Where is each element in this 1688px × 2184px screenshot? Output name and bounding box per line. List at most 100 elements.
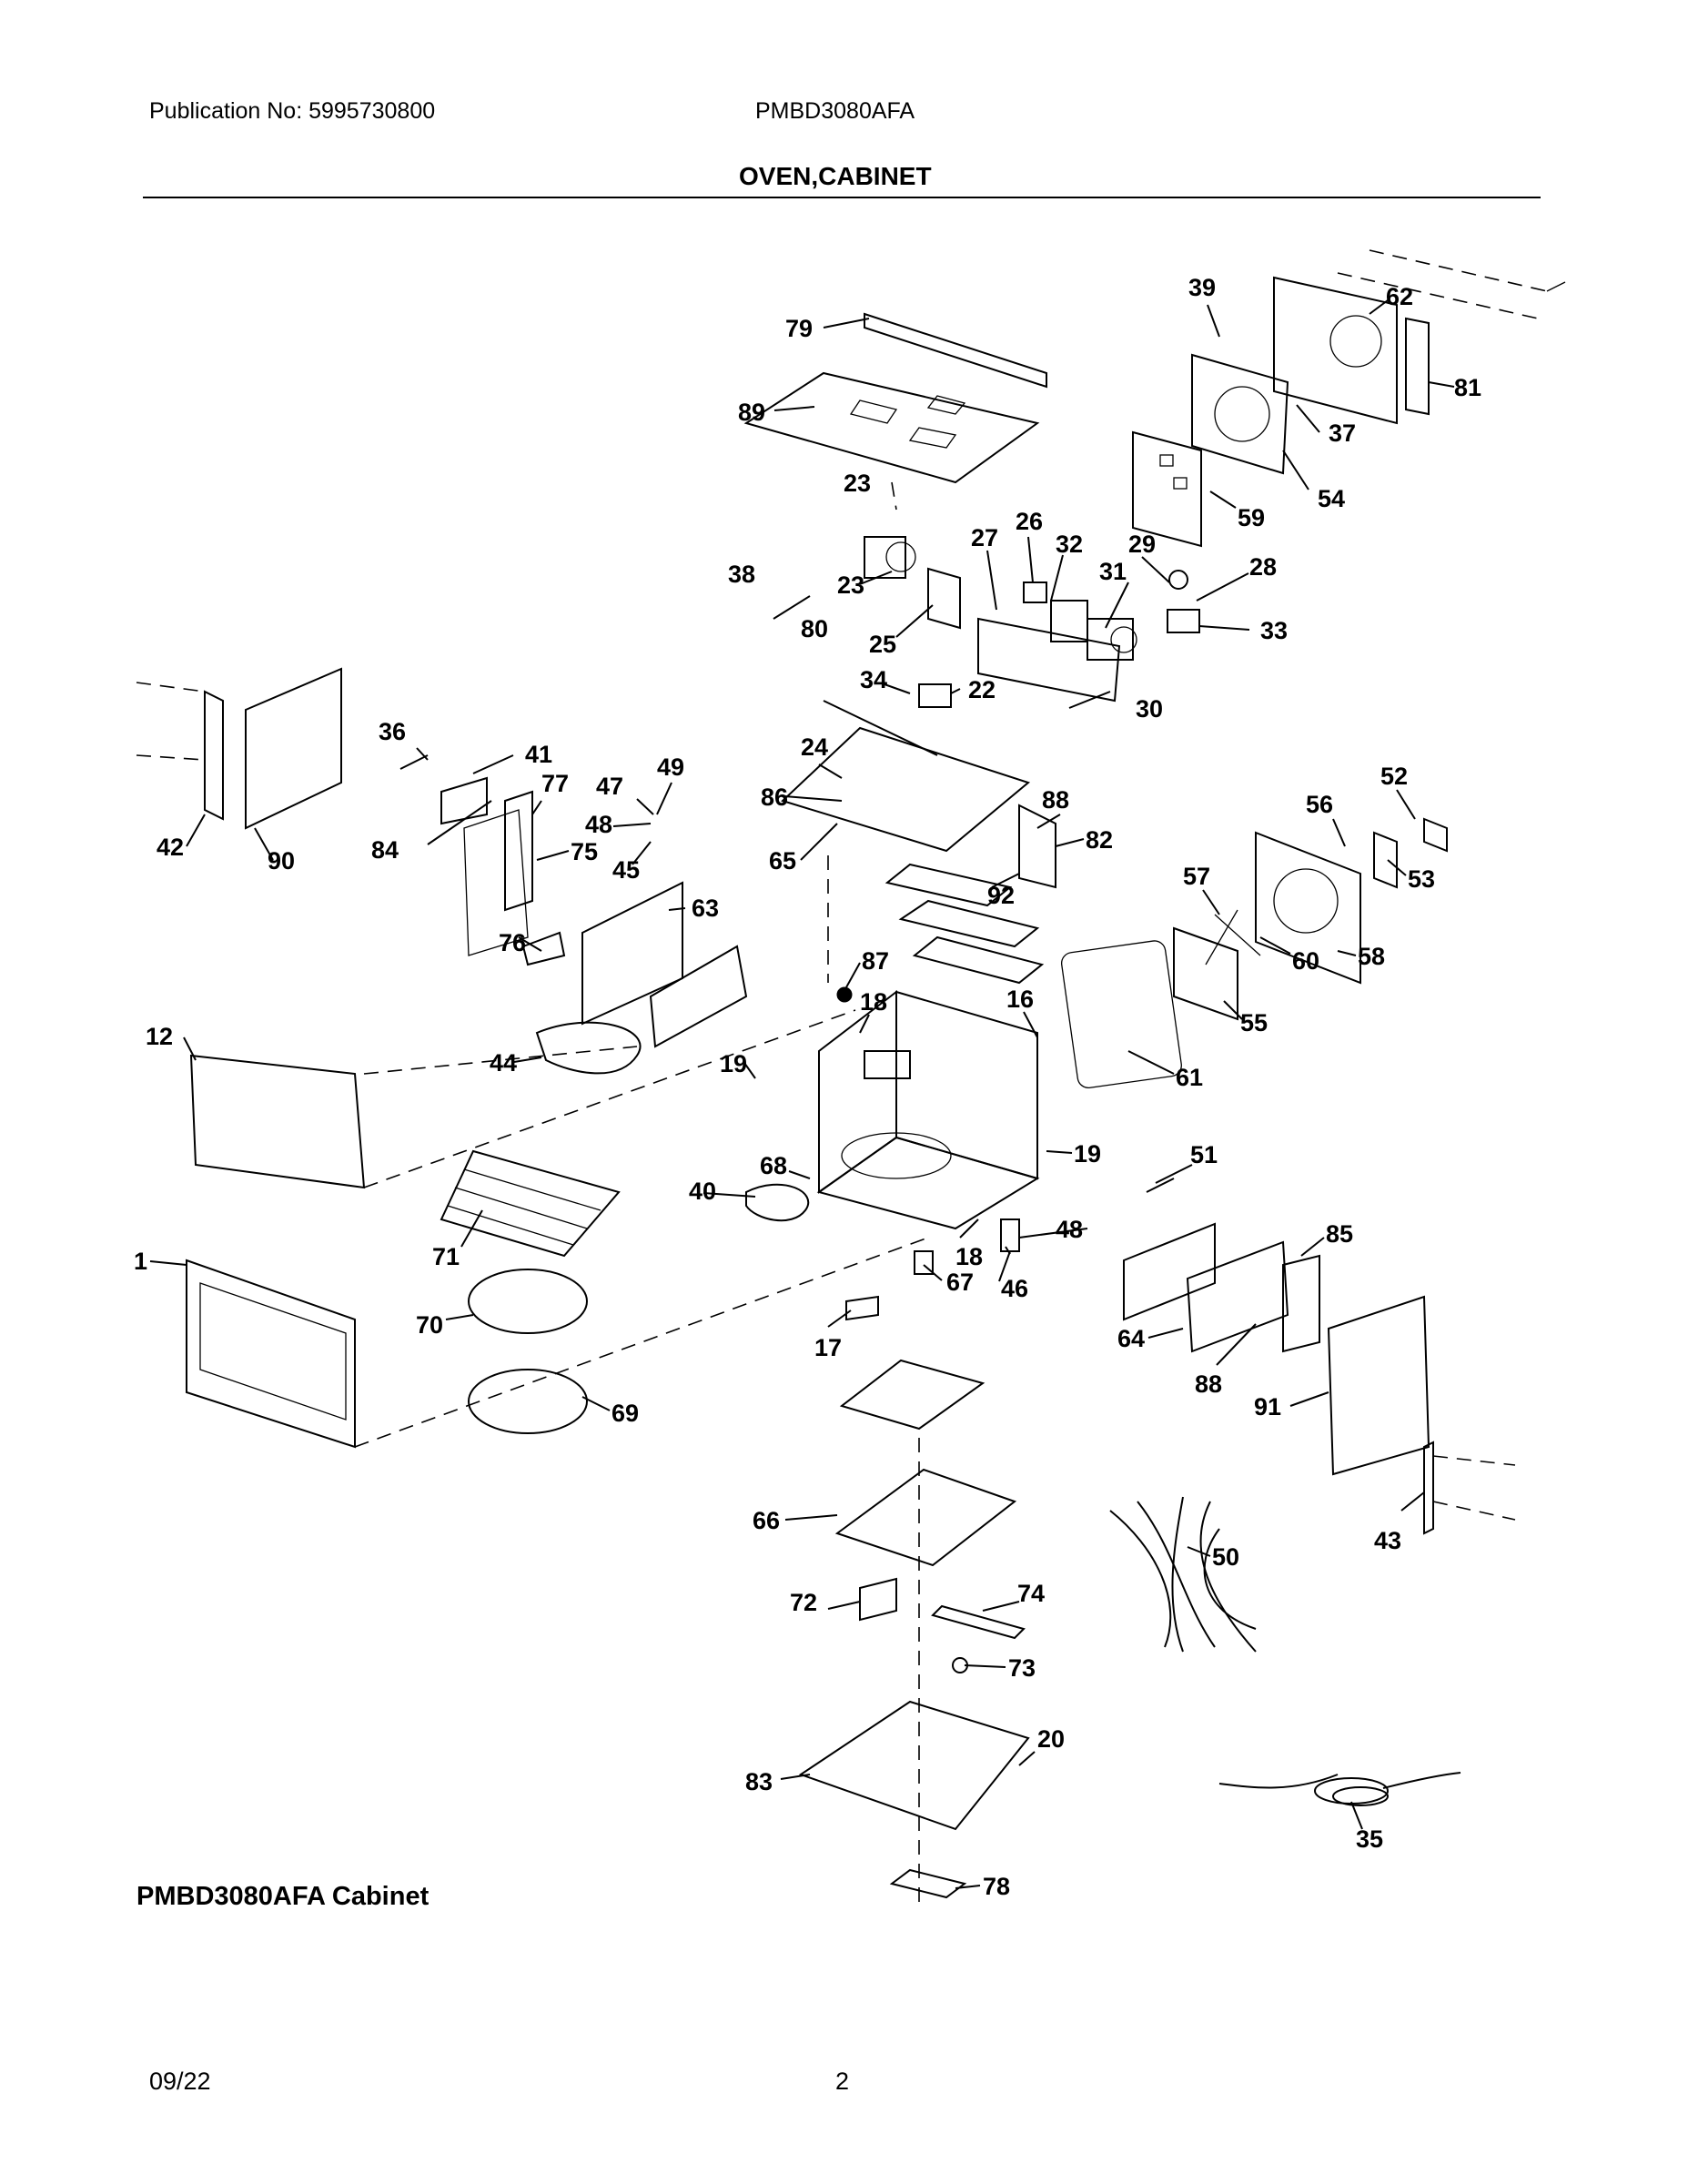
callout-59: 59 [1238, 504, 1265, 531]
callout-86: 86 [761, 784, 788, 811]
callout-42: 42 [157, 834, 184, 861]
callout-60: 60 [1292, 947, 1319, 975]
callout-67: 67 [946, 1269, 974, 1296]
callout-54: 54 [1318, 485, 1345, 512]
callout-82: 82 [1086, 826, 1113, 854]
callout-37: 37 [1329, 420, 1356, 447]
callout-48: 48 [585, 811, 612, 838]
callout-56: 56 [1306, 791, 1333, 818]
callout-45: 45 [612, 856, 640, 884]
callout-29: 29 [1128, 531, 1156, 558]
page-title: OVEN,CABINET [739, 162, 932, 190]
callout-70: 70 [416, 1311, 443, 1339]
callout-23: 23 [837, 571, 864, 599]
callout-39b: 23 [844, 470, 871, 497]
callout-76: 76 [499, 929, 526, 956]
control-housing-assembly [1132, 249, 1566, 548]
callout-20: 20 [1037, 1725, 1065, 1753]
callout-18b: 18 [955, 1243, 983, 1270]
callout-19: 19 [720, 1050, 747, 1077]
middle-trays [781, 726, 1056, 985]
callout-85: 85 [1326, 1220, 1353, 1248]
side-door-parts [189, 881, 856, 1222]
callout-88: 88 [1042, 786, 1069, 814]
callout-84: 84 [371, 836, 399, 864]
page-number: 2 [835, 2068, 850, 2095]
callout-53: 53 [1408, 865, 1435, 893]
callout-1: 1 [134, 1248, 147, 1275]
callout-91: 91 [1254, 1393, 1281, 1421]
callout-34: 34 [860, 666, 887, 693]
callout-38: 38 [728, 561, 755, 588]
callout-50: 50 [1212, 1543, 1239, 1571]
callout-33: 33 [1260, 617, 1288, 644]
callout-65: 65 [769, 847, 796, 875]
top-cover-assembly [743, 312, 1047, 511]
callout-61: 61 [1176, 1064, 1203, 1091]
callout-27: 27 [971, 524, 998, 551]
publication-number: Publication No: 5995730800 [149, 98, 436, 124]
callout-22: 22 [968, 676, 996, 703]
callout-72: 72 [790, 1589, 817, 1616]
callout-77: 77 [541, 770, 569, 797]
base-assembly [798, 1359, 1030, 1911]
footer-date: 09/22 [149, 2068, 211, 2095]
callout-32: 32 [1056, 531, 1083, 558]
callout-39: 39 [1188, 274, 1216, 301]
callout-24: 24 [801, 733, 828, 761]
callout-89: 89 [738, 399, 765, 426]
callout-71: 71 [432, 1243, 460, 1270]
callout-58: 58 [1358, 943, 1385, 970]
callout-55: 55 [1240, 1009, 1268, 1036]
model-number: PMBD3080AFA [755, 98, 915, 124]
callout-47: 47 [596, 773, 623, 800]
callout-19b: 19 [1074, 1140, 1101, 1168]
callout-25: 25 [869, 631, 896, 658]
callout-57: 57 [1183, 863, 1210, 890]
right-side-panels [845, 1178, 1516, 1535]
callout-labels: 79 89 39 62 81 37 54 59 23 23 26 27 32 2… [134, 274, 1481, 1900]
title-divider [143, 197, 1541, 198]
callout-35: 35 [1356, 1825, 1383, 1853]
callout-26: 26 [1016, 508, 1043, 535]
callout-80: 80 [801, 615, 828, 642]
right-door-assembly [1061, 817, 1448, 1089]
callout-17: 17 [814, 1334, 842, 1361]
callout-48b: 48 [1056, 1216, 1083, 1243]
callout-69: 69 [612, 1400, 639, 1427]
callout-79: 79 [785, 315, 813, 342]
callout-75: 75 [571, 838, 598, 865]
wiring-harnesses [1109, 1496, 1461, 1806]
callout-51: 51 [1190, 1141, 1218, 1168]
callout-68: 68 [760, 1152, 787, 1179]
callout-63: 63 [692, 895, 719, 922]
callout-88b: 88 [1195, 1370, 1222, 1398]
callout-81: 81 [1454, 374, 1481, 401]
callout-90: 90 [268, 847, 295, 875]
callout-46: 46 [1001, 1275, 1028, 1302]
callout-44: 44 [490, 1049, 517, 1077]
callout-49: 49 [657, 753, 684, 781]
callout-64: 64 [1117, 1325, 1145, 1352]
callout-40: 40 [689, 1178, 716, 1205]
callout-73: 73 [1008, 1654, 1036, 1682]
callout-78: 78 [983, 1873, 1010, 1900]
callout-12: 12 [146, 1023, 173, 1050]
callout-16: 16 [1006, 986, 1034, 1013]
callout-36: 36 [379, 718, 406, 745]
mid-components [773, 536, 1200, 756]
callout-31: 31 [1099, 558, 1127, 585]
left-side-panels [136, 667, 566, 966]
callout-92: 92 [987, 882, 1015, 909]
diagram-caption: PMBD3080AFA Cabinet [136, 1882, 430, 1911]
callout-18: 18 [860, 988, 887, 1016]
callout-43: 43 [1374, 1527, 1401, 1554]
callout-leaders [149, 299, 1455, 1889]
callout-83: 83 [745, 1768, 773, 1795]
callout-74: 74 [1017, 1580, 1045, 1607]
callout-66: 66 [753, 1507, 780, 1534]
rack-and-turntable [186, 1149, 929, 1449]
callout-28: 28 [1249, 553, 1277, 581]
callout-41: 41 [525, 741, 552, 768]
